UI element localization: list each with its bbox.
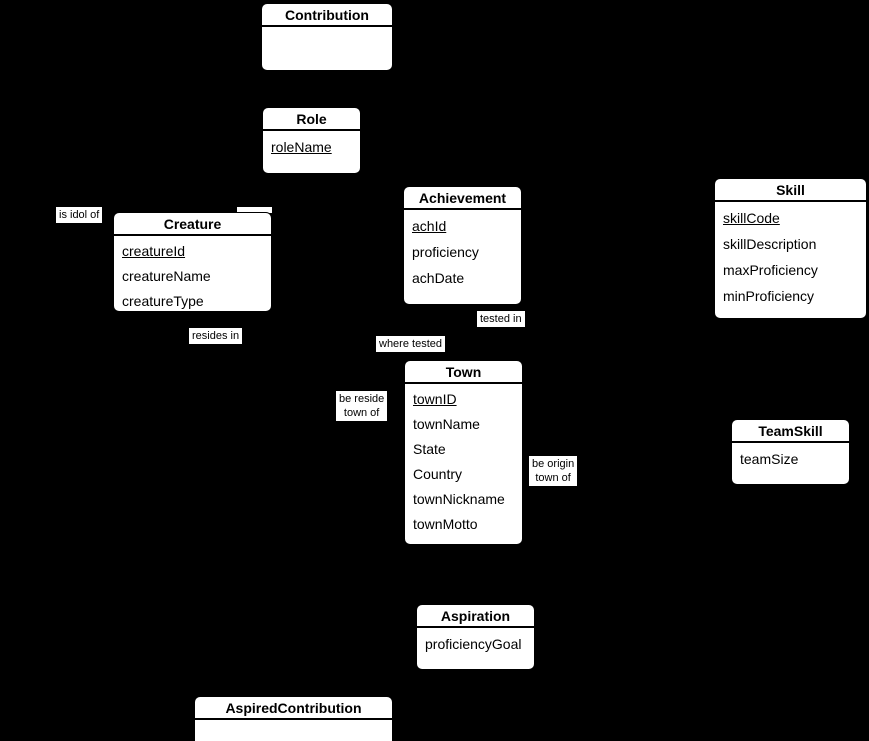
relationship-label-line: be reside (339, 393, 385, 405)
entity-role-title: Role (263, 108, 360, 131)
entity-teamskill-attributes: teamSize (732, 443, 849, 472)
entity-achievement-attributes: achId proficiency achDate (404, 210, 521, 291)
attribute-creaturetype: creatureType (122, 293, 204, 309)
entity-aspiredcontribution-attributes (195, 720, 392, 723)
hidden-label-fragment (237, 207, 272, 213)
attribute-skilldescription: skillDescription (723, 236, 817, 252)
attribute-townid: townID (413, 391, 457, 407)
entity-skill-title: Skill (715, 179, 866, 202)
entity-role-attributes: roleName (263, 131, 360, 160)
attribute-proficiencygoal: proficiencyGoal (425, 636, 522, 652)
relationship-label-where-tested[interactable]: where tested (376, 336, 445, 352)
entity-aspiration-title: Aspiration (417, 605, 534, 628)
relationship-label-tested-in[interactable]: tested in (477, 311, 525, 327)
entity-achievement-title: Achievement (404, 187, 521, 210)
attribute-townmotto: townMotto (413, 516, 478, 532)
relationship-label-is-idol-of[interactable]: is idol of (56, 207, 103, 223)
entity-skill[interactable]: Skill skillCode skillDescription maxProf… (714, 178, 867, 319)
entity-aspiration-attributes: proficiencyGoal (417, 628, 534, 657)
entity-aspiredcontribution-title: AspiredContribution (195, 697, 392, 720)
entity-aspiredcontribution[interactable]: AspiredContribution (194, 696, 393, 741)
attribute-rolename: roleName (271, 139, 332, 155)
entity-contribution-attributes (262, 27, 392, 30)
attribute-maxproficiency: maxProficiency (723, 262, 818, 278)
attribute-townname: townName (413, 416, 480, 432)
attribute-achdate: achDate (412, 270, 465, 286)
relationship-label-be-origin-town-of[interactable]: be origin town of (529, 456, 578, 486)
relationship-label-line: town of (535, 472, 571, 484)
relationship-label-resides-in[interactable]: resides in (189, 328, 243, 344)
attribute-minproficiency: minProficiency (723, 288, 815, 304)
entity-contribution-title: Contribution (262, 4, 392, 27)
entity-town[interactable]: Town townID townName State Country townN… (404, 360, 523, 545)
attribute-creatureid: creatureId (122, 243, 186, 259)
entity-creature-title: Creature (114, 213, 271, 236)
attribute-achid: achId (412, 218, 447, 234)
entity-teamskill[interactable]: TeamSkill teamSize (731, 419, 850, 485)
relationship-label-line: town of (343, 407, 380, 419)
entity-contribution[interactable]: Contribution (261, 3, 393, 71)
entity-town-title: Town (405, 361, 522, 384)
attribute-townnickname: townNickname (413, 491, 505, 507)
entity-aspiration[interactable]: Aspiration proficiencyGoal (416, 604, 535, 670)
attribute-proficiency: proficiency (412, 244, 479, 260)
entity-creature-attributes: creatureId creatureName creatureType (114, 236, 271, 311)
attribute-skillcode: skillCode (723, 210, 780, 226)
attribute-teamsize: teamSize (740, 451, 799, 467)
attribute-state: State (413, 441, 446, 457)
entity-creature[interactable]: Creature creatureId creatureName creatur… (113, 212, 272, 312)
relationship-label-be-reside-town-of[interactable]: be reside town of (336, 391, 388, 421)
entity-town-attributes: townID townName State Country townNickna… (405, 384, 522, 537)
entity-skill-attributes: skillCode skillDescription maxProficienc… (715, 202, 866, 309)
entity-teamskill-title: TeamSkill (732, 420, 849, 443)
attribute-creaturename: creatureName (122, 268, 211, 284)
relationship-label-line: be origin (532, 458, 575, 470)
entity-achievement[interactable]: Achievement achId proficiency achDate (403, 186, 522, 305)
attribute-country: Country (413, 466, 463, 482)
entity-role[interactable]: Role roleName (262, 107, 361, 174)
